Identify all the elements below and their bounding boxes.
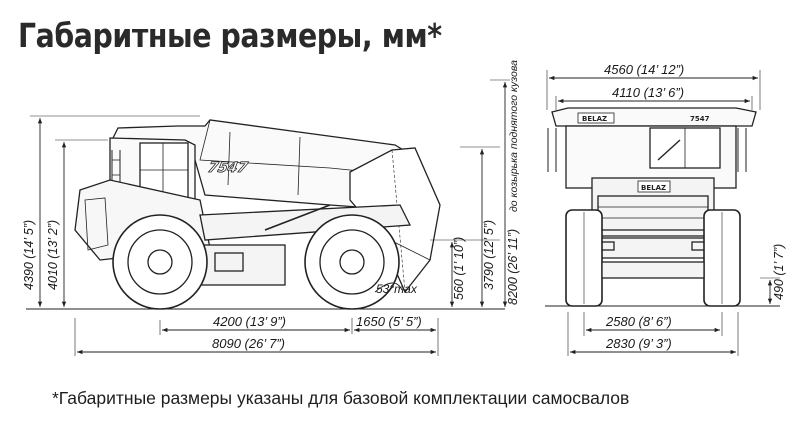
grille-brand-badge: BELAZ [641,184,666,192]
dim-rear-track: 2830 (9’ 3”) [605,336,672,351]
dim-ground-clearance: 490 (1’ 7”) [772,244,786,300]
dim-length: 8090 (26’ 7”) [212,336,285,351]
side-view-truck [26,119,505,310]
dim-front-track: 2580 (8’ 6”) [605,314,672,329]
dim-wheelbase: 4200 (13’ 9”) [213,314,286,329]
front-view-dimensions [546,70,780,356]
front-brand-badge: BELAZ [582,115,607,123]
page-title: Габаритные размеры, мм* [18,16,442,55]
dim-height-total: 4390 (14’ 5”) [22,220,36,290]
dim-width-body: 4110 (13’ 6”) [612,85,684,100]
front-view-truck [545,107,780,307]
dump-angle-label: 53°max [376,282,418,296]
dim-clearance: 560 (1’ 10”) [452,237,466,300]
footnote: *Габаритные размеры указаны для базовой … [52,388,630,408]
dim-body-height: 3790 (12’ 5”) [482,220,496,290]
dim-rear-overhang: 1650 (5’ 5”) [356,314,422,329]
dim-width-overall: 4560 (14’ 12”) [604,62,684,77]
front-model-badge: 7547 [690,115,710,123]
dim-raised-height: 8200 (26’ 11”) [506,229,520,305]
side-view-dimensions [30,79,510,356]
side-model-badge: 7547 [207,160,249,176]
dim-height-cab: 4010 (13’ 2”) [46,220,60,290]
raised-body-note: до козырька поднятого кузова [508,60,520,212]
